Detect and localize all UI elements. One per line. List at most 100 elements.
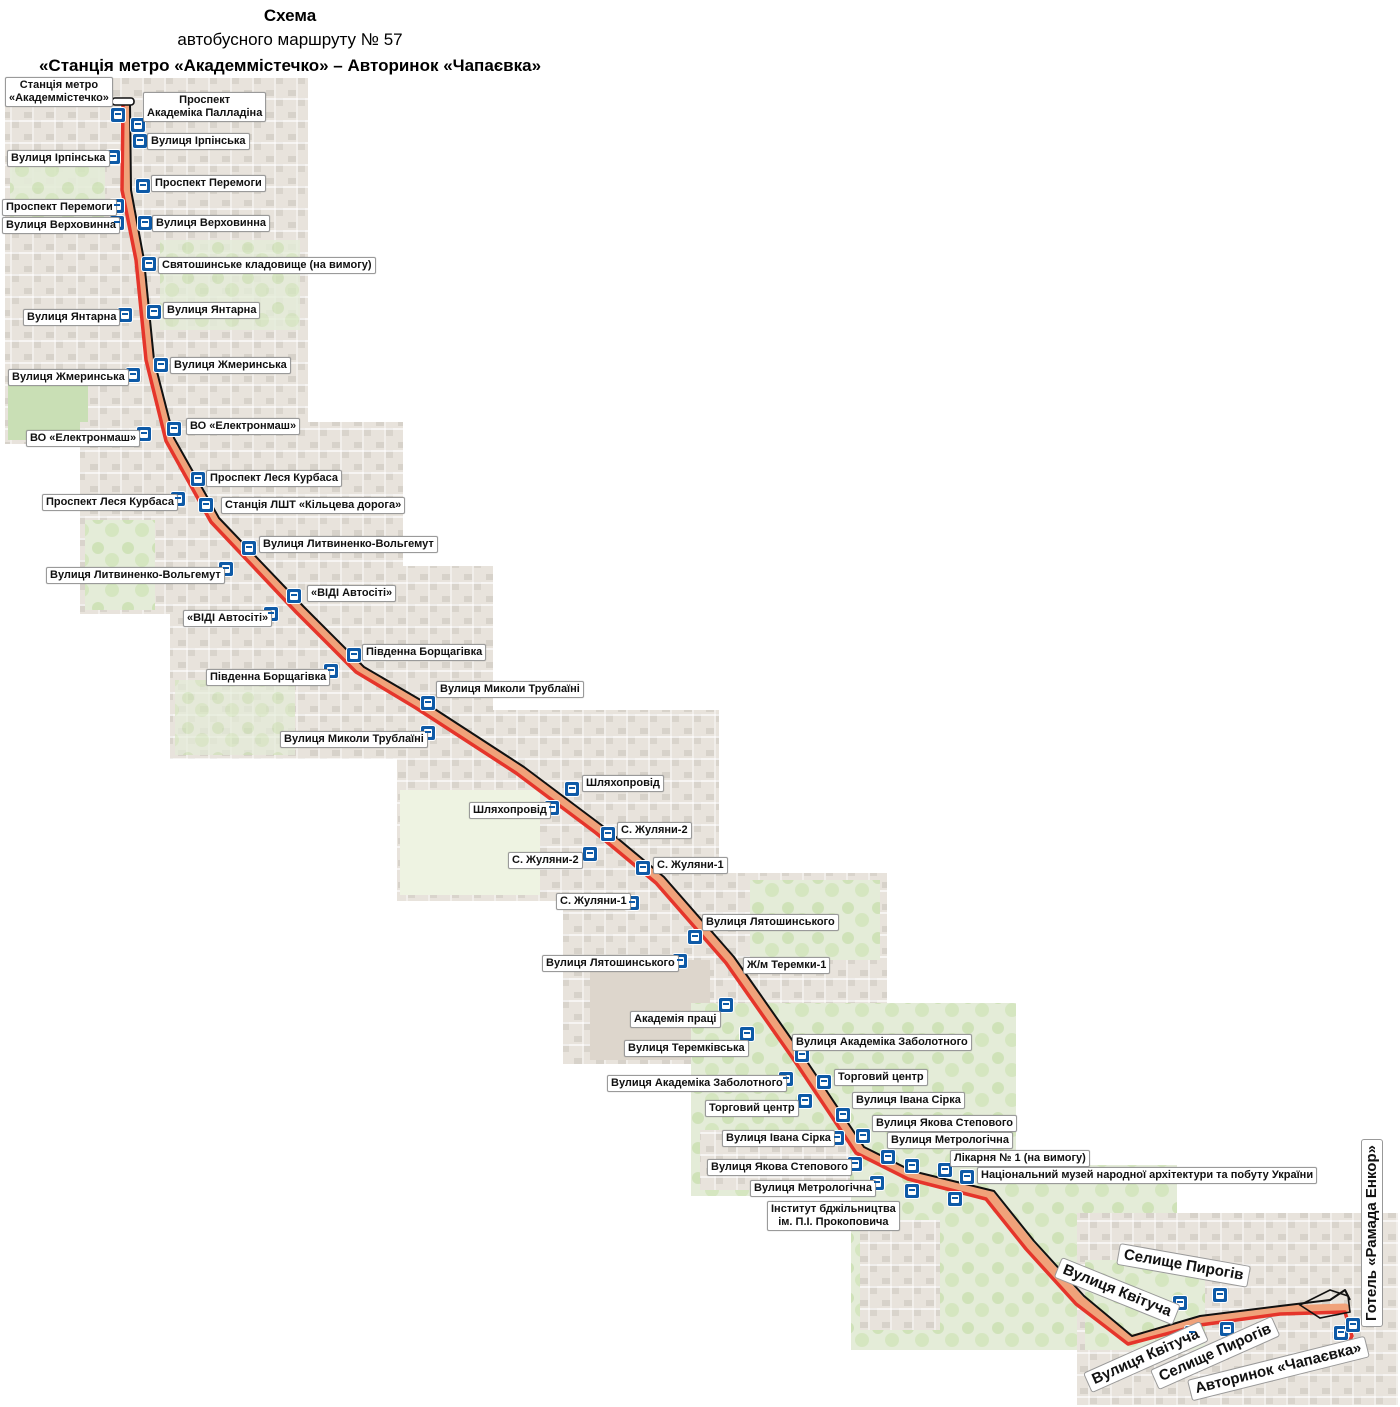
main-road: [121, 99, 1350, 1345]
stop-label-large: Готель «Рамада Енкор»: [1361, 1139, 1383, 1327]
bus-stop-sign-icon: [856, 1129, 870, 1143]
bus-stop-sign-icon: [118, 308, 132, 322]
schema-title: Схема: [263, 6, 317, 25]
stop-label: Вулиця Янтарна: [163, 302, 261, 319]
bus-stop-sign-icon: [719, 998, 733, 1012]
stop-label: Вулиця Литвиненко-Вольгемут: [46, 567, 225, 584]
bus-stop-sign-icon: [111, 108, 125, 122]
bus-stop-sign-icon: [565, 782, 579, 796]
bus-stop-sign-icon: [347, 648, 361, 662]
terminal-loop-icon: [111, 97, 135, 106]
stop-label: Вулиця Метрологічна: [750, 1180, 876, 1197]
bus-stop-sign-icon: [421, 696, 435, 710]
bus-stop-sign-icon: [1220, 1322, 1234, 1336]
bus-stop-sign-icon: [905, 1159, 919, 1173]
stop-label: Вулиця Лятошинського: [702, 914, 839, 931]
bus-stop-sign-icon: [688, 930, 702, 944]
bus-stop-sign-icon: [147, 305, 161, 319]
bus-stop-sign-icon: [1213, 1288, 1227, 1302]
bus-stop-sign-icon: [636, 861, 650, 875]
stop-label: С. Жуляни-1: [556, 893, 631, 910]
bus-stop-sign-icon: [1346, 1318, 1360, 1332]
stop-label: ВО «Електронмаш»: [186, 418, 301, 435]
stop-label: Торговий центр: [834, 1069, 928, 1086]
route-name: «Станція метро «Академмістечко» – Автори…: [38, 56, 542, 75]
bus-stop-sign-icon: [136, 179, 150, 193]
bus-stop-sign-icon: [199, 498, 213, 512]
bus-stop-sign-icon: [583, 847, 597, 861]
stop-label: Вулиця Івана Сірка: [722, 1130, 835, 1147]
bus-stop-sign-icon: [740, 1027, 754, 1041]
bus-stop-sign-icon: [601, 827, 615, 841]
stop-label: Вулиця Жмеринська: [170, 357, 291, 374]
bus-stop-sign-icon: [167, 422, 181, 436]
bus-stop-sign-icon: [191, 472, 205, 486]
stop-label: Шляхопровід: [582, 775, 664, 792]
stop-label: Святошинське кладовище (на вимогу): [158, 257, 376, 274]
stop-label: Вулиця Жмеринська: [8, 369, 129, 386]
stop-label: Південна Борщагівка: [362, 644, 487, 661]
bus-stop-sign-icon: [137, 427, 151, 441]
stop-label: Національний музей народної архітектури …: [977, 1167, 1318, 1184]
bus-stop-sign-icon: [795, 1048, 809, 1062]
terminal-loop-icon: [1298, 1289, 1351, 1319]
stop-label: С. Жуляни-2: [617, 822, 692, 839]
stop-label: Вулиця Литвиненко-Вольгемут: [259, 536, 438, 553]
route-line-back: [129, 103, 1351, 1337]
bus-stop-sign-icon: [948, 1192, 962, 1206]
stop-label: Станція ЛШТ «Кільцева дорога»: [221, 497, 406, 514]
stop-label: «ВІДІ Автосіті»: [183, 610, 273, 627]
stop-label: Вулиця Ірпінська: [147, 133, 250, 150]
bus-stop-sign-icon: [242, 541, 256, 555]
stop-label: Вулиця Івана Сірка: [852, 1092, 965, 1109]
bus-stop-sign-icon: [126, 368, 140, 382]
map-tiles: [5, 78, 1398, 1405]
bus-stop-sign-icon: [138, 216, 152, 230]
stop-label: С. Жуляни-2: [508, 852, 583, 869]
stop-label: «ВІДІ Автосіті»: [307, 585, 397, 602]
stop-label: Проспект Перемоги: [2, 199, 117, 216]
stop-label: Академія праці: [630, 1011, 721, 1028]
stop-label: Лікарня № 1 (на вимогу): [950, 1150, 1090, 1167]
stop-label: Вулиця Якова Степового: [707, 1159, 852, 1176]
stop-label: Вулиця Ірпінська: [7, 150, 110, 167]
stop-label: Вулиця Верховинна: [152, 215, 271, 232]
stop-label: Інститут бджільництва ім. П.І. Прокопови…: [767, 1201, 900, 1231]
stop-label: Вулиця Миколи Трублаїні: [280, 731, 428, 748]
stop-label: ВО «Електронмаш»: [26, 430, 141, 447]
stop-label: Проспект Перемоги: [151, 175, 266, 192]
stop-label: Вулиця Теремківська: [624, 1040, 749, 1057]
bus-stop-sign-icon: [142, 257, 156, 271]
stop-label: Вулиця Миколи Трублаїні: [436, 681, 584, 698]
schema-subtitle: автобусного маршруту № 57: [177, 30, 403, 49]
stop-label: Проспект Леся Курбаса: [206, 470, 342, 487]
stop-label: Вулиця Академіка Заболотного: [607, 1075, 787, 1092]
stop-label: С. Жуляни-1: [653, 857, 728, 874]
stop-label: Шляхопровід: [469, 802, 551, 819]
bus-stop-sign-icon: [287, 589, 301, 603]
bus-stop-sign-icon: [905, 1184, 919, 1198]
bus-stop-sign-icon: [960, 1170, 974, 1184]
stop-label: Вулиця Верховинна: [2, 217, 121, 234]
bus-stop-sign-icon: [1334, 1326, 1348, 1340]
stop-label: Південна Борщагівка: [206, 669, 331, 686]
bus-stop-sign-icon: [133, 134, 147, 148]
bus-stop-sign-icon: [938, 1163, 952, 1177]
stop-label: Ж/м Теремки-1: [743, 957, 831, 974]
bus-stop-sign-icon: [881, 1150, 895, 1164]
bus-stop-sign-icon: [154, 358, 168, 372]
stop-label: Вулиця Метрологічна: [887, 1132, 1013, 1149]
bus-stop-sign-icon: [131, 118, 145, 132]
stop-label: Вулиця Лятошинського: [542, 955, 679, 972]
stop-label: Проспект Леся Курбаса: [42, 494, 178, 511]
stop-label: Вулиця Академіка Заболотного: [792, 1034, 972, 1051]
stop-label: Проспект Академіка Палладіна: [143, 92, 267, 122]
bus-stop-sign-icon: [798, 1094, 812, 1108]
stop-label: Вулиця Янтарна: [23, 309, 121, 326]
bus-stop-sign-icon: [836, 1108, 850, 1122]
bus-stop-sign-icon: [817, 1075, 831, 1089]
stop-label: Вулиця Якова Степового: [872, 1115, 1017, 1132]
stop-label: Торговий центр: [705, 1100, 799, 1117]
stop-label: Станція метро «Академмістечко»: [5, 77, 113, 107]
